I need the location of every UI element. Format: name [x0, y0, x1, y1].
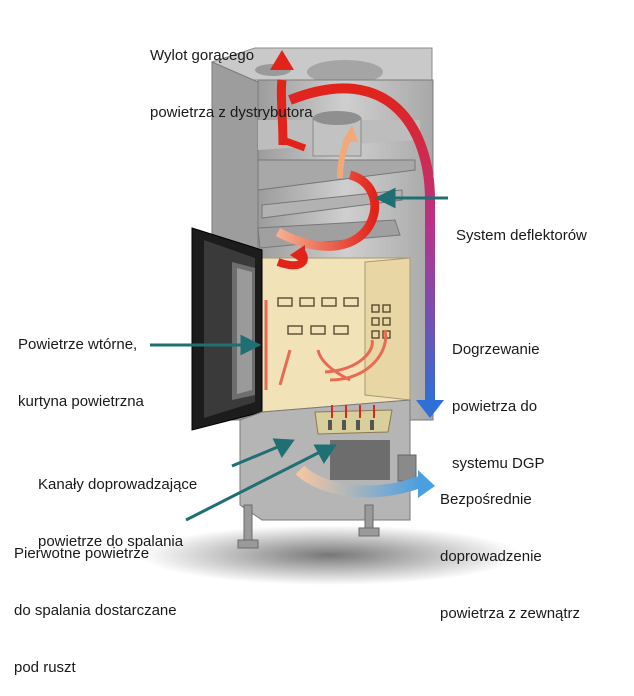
pointer-lines — [150, 187, 448, 522]
hot-air-outlet-arrow — [270, 50, 307, 152]
deflector-arrows — [275, 170, 380, 270]
legs — [237, 504, 380, 549]
fireplace-door — [191, 227, 263, 431]
label-direct-air-supply: Bezpośrednie doprowadzenie powietrza z z… — [440, 491, 581, 622]
label-air-heating: Dogrzewanie powietrza do systemu DGP — [452, 341, 545, 472]
label-hot-air-outlet: Wylot gorącego powietrza z dystrybutora — [150, 47, 313, 121]
grate-arrows — [331, 405, 375, 418]
lower-section — [239, 399, 417, 521]
floor-shadow — [140, 525, 520, 585]
label-deflector-system: System deflektorów — [456, 227, 587, 244]
external-air-arrow — [295, 465, 435, 498]
label-primary-air: Pierwotne powietrze do spalania dostarcz… — [14, 545, 177, 676]
label-secondary-air: Powietrze wtórne, kurtyna powietrzna — [18, 336, 144, 410]
flue-arrow-head — [342, 125, 358, 142]
firebox-arrows — [264, 300, 388, 390]
side-air-arrow — [288, 83, 444, 418]
firebox — [261, 257, 411, 413]
fireplace-diagram — [140, 47, 520, 585]
label-combustion-channels: Kanały doprowadzające powietrze do spala… — [38, 476, 198, 550]
